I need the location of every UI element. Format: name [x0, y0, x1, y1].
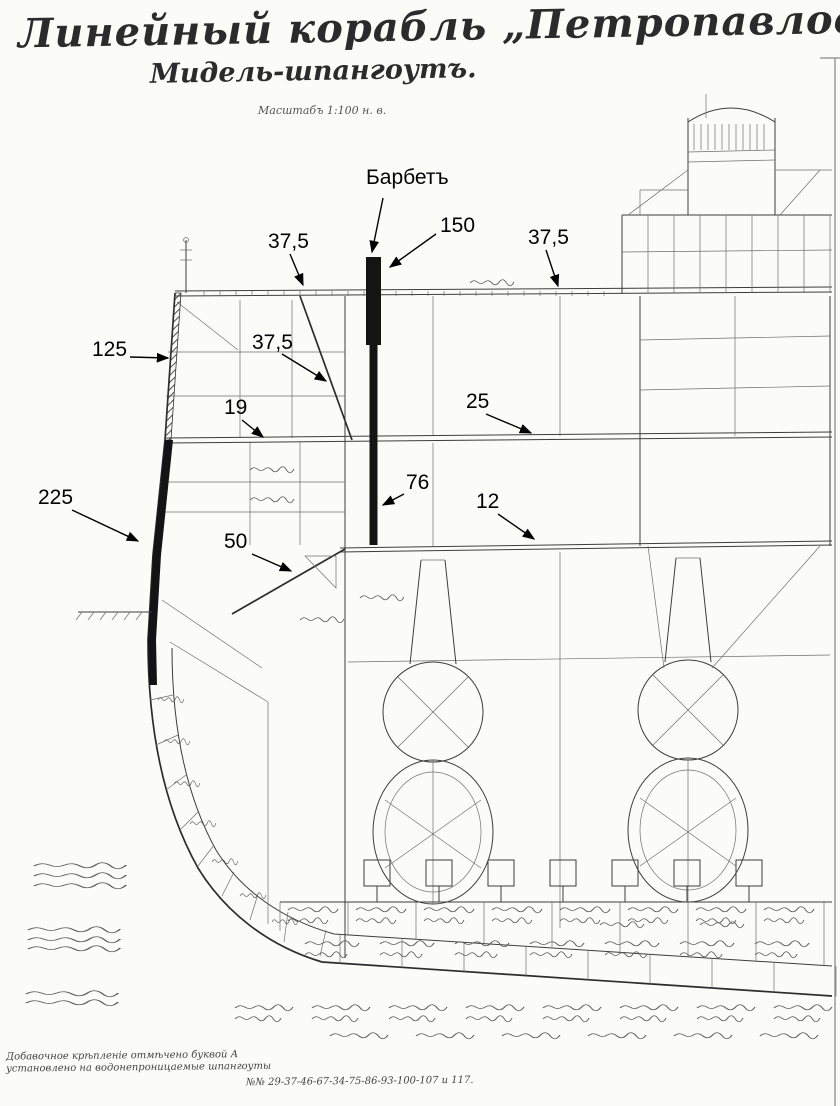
waterline-ticks — [75, 611, 143, 621]
casemate-columns — [647, 215, 831, 293]
label-armor-37-5-right: 37,5 — [528, 226, 569, 249]
arrow-50 — [251, 553, 293, 572]
inner-bottom — [171, 647, 833, 967]
label-barbette: Барбетъ — [366, 166, 449, 189]
arrow-barbette — [369, 197, 384, 254]
arrow-12 — [497, 513, 536, 540]
bilge-frames — [149, 694, 327, 957]
superstructure — [621, 94, 833, 669]
floor-frames — [279, 902, 837, 997]
label-armor-76: 76 — [406, 471, 430, 494]
arrow-225 — [71, 509, 140, 542]
funnel-hatching — [693, 124, 765, 150]
arrow-37-5-left — [289, 253, 304, 287]
scale-note: Масштабъ 1:100 н. в. — [258, 104, 387, 117]
armor — [148, 257, 381, 685]
label-armor-150: 150 — [440, 214, 476, 237]
arrow-76 — [381, 493, 405, 506]
barbette-armor-76 — [369, 345, 378, 545]
boiler-left — [372, 559, 494, 905]
arrow-25 — [485, 413, 533, 434]
label-armor-12: 12 — [476, 490, 500, 513]
arrow-37-5-right — [545, 249, 560, 288]
label-armor-125: 125 — [92, 338, 128, 361]
boiler-right — [627, 557, 749, 903]
arrow-125 — [129, 352, 170, 363]
arrow-19 — [241, 419, 265, 438]
arrow-37-5-mid — [281, 353, 328, 382]
drawing-subtitle: Мидель-шпангоутъ. — [149, 53, 477, 90]
label-armor-25: 25 — [466, 390, 490, 413]
outer-shell — [147, 292, 833, 997]
boiler-foundation-squares — [363, 859, 763, 902]
arrow-150 — [388, 233, 437, 268]
footnote-additional-framing: Добавочное крѣпленіе отмѣчено буквой А у… — [5, 1049, 272, 1075]
double-bottom — [149, 694, 837, 997]
scan-edge — [820, 57, 840, 1106]
main-belt-armor-225 — [148, 440, 173, 685]
waterline — [75, 611, 152, 621]
decks — [164, 286, 833, 553]
barbette-armor-150 — [366, 257, 381, 345]
boilers — [363, 557, 763, 905]
label-armor-19: 19 — [224, 396, 248, 419]
annotation-arrows — [71, 197, 560, 572]
label-armor-50: 50 — [224, 530, 248, 553]
label-armor-37-5-mid: 37,5 — [252, 331, 293, 354]
label-armor-225: 225 — [38, 486, 74, 509]
label-armor-37-5-left: 37,5 — [268, 230, 309, 253]
hull-structure — [147, 237, 833, 997]
